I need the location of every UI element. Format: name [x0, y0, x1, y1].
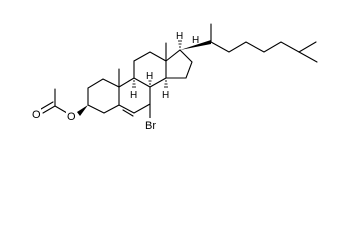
c8-hydrogen-label: H	[146, 71, 153, 82]
acetate-group	[40, 88, 88, 116]
c14-hydrogen-label: H	[162, 90, 169, 101]
ring-bonds	[87, 42, 193, 120]
c20-hydrogen-label: H	[192, 35, 199, 46]
side-chain-bonds	[210, 41, 317, 53]
carbonyl-oxygen-bg	[31, 108, 41, 120]
ring-b-bonds	[118, 77, 151, 114]
c17-hydrogen-label: H	[176, 31, 183, 42]
carbonyl-oxygen-label: O	[32, 109, 41, 121]
stereo-hash-bonds	[132, 40, 182, 88]
c17-c20-wedge	[180, 40, 211, 50]
ester-o-carbonyl-bond	[54, 105, 68, 114]
side-chain	[180, 23, 318, 63]
c9-hydrogen-label: H	[130, 90, 137, 101]
bromine-label: Br	[145, 120, 156, 132]
ester-oxygen-bg	[66, 110, 77, 122]
carbonyl-double-bond-2	[40, 101, 54, 110]
carbonyl-double-bond-1	[42, 105, 56, 114]
ring-c-bonds	[133, 51, 167, 88]
chemical-structure: O O Br H H H H H	[31, 23, 318, 132]
bromine-bg	[144, 118, 161, 131]
c3-o-wedge	[77, 105, 88, 116]
isopropyl-branch-bond	[298, 51, 318, 63]
ring-d-bonds	[165, 49, 193, 79]
ester-oxygen-label: O	[67, 111, 76, 123]
ring-a-bonds	[87, 78, 120, 114]
c5-c6-double-bond	[122, 109, 134, 117]
